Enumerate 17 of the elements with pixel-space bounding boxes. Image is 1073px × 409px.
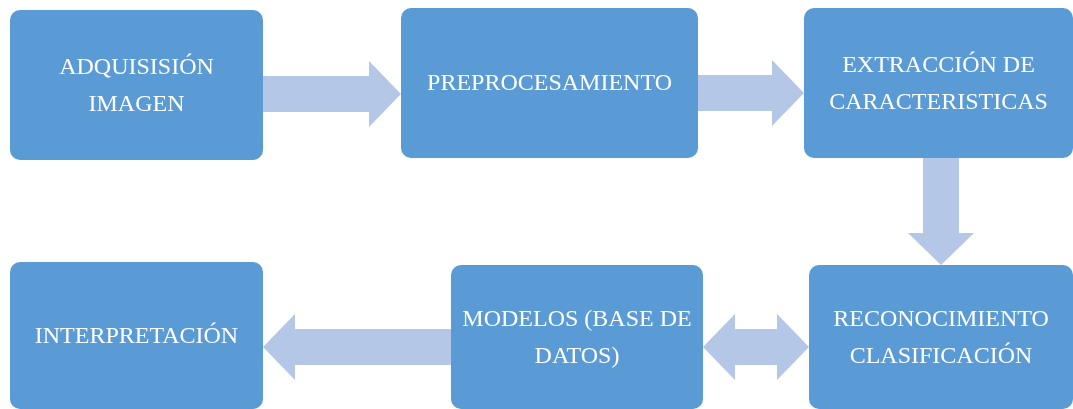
block-arrow <box>263 314 451 380</box>
box-label: EXTRACCIÓN DE CARACTERISTICAS <box>828 49 1049 116</box>
box-label: INTERPRETACIÓN <box>34 320 239 350</box>
block-arrow <box>698 60 804 126</box>
process-box <box>10 10 263 160</box>
process-box <box>804 8 1073 158</box>
process-box <box>451 265 703 409</box>
box-label: ADQUISISIÓN IMAGEN <box>58 51 215 118</box>
box-label: PREPROCESAMIENTO <box>427 68 672 98</box>
process-box <box>10 262 263 409</box>
box-label: RECONOCIMIENTO CLASIFICACIÓN <box>832 303 1050 370</box>
block-arrow <box>263 61 401 127</box>
block-arrow <box>703 314 809 380</box>
process-box <box>809 265 1073 409</box>
block-arrow <box>908 158 974 265</box>
box-label: MODELOS (BASE DE DATOS) <box>461 303 693 370</box>
process-box <box>401 8 698 158</box>
